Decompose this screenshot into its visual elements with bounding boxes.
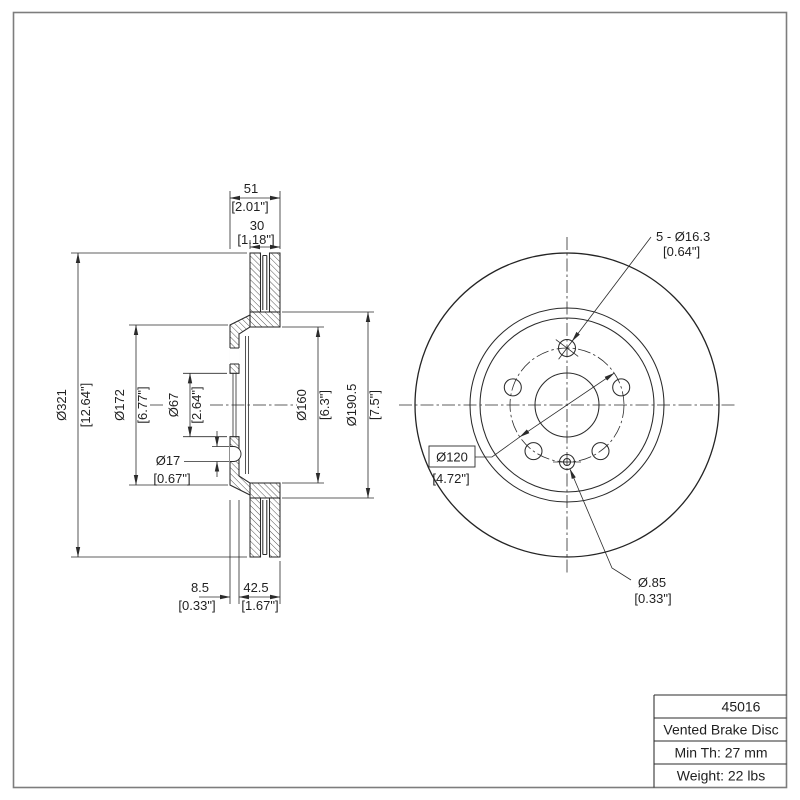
dim-screw-hole: Ø17 [0.67"] [153,431,229,486]
dim-center-bore-inch: [2.64"] [189,386,204,423]
dim-screw-hole-mm: Ø17 [156,453,181,468]
section-dimensions: 51 [2.01"] 30 [1.18"] Ø321 [12.64"] Ø172… [54,181,382,613]
part-number: 45016 [722,699,761,715]
dim-inner-diameter-1: Ø160 [6.3"] [282,326,332,484]
dim-outer-diameter-inch: [12.64"] [78,383,93,427]
dim-inner-diameter-1-inch: [6.3"] [317,390,332,420]
sheet-border [12,11,788,789]
dim-inner-diameter-2-inch: [7.5"] [367,390,382,420]
front-view: 5 - Ø16.3 [0.64"] Ø120 [4.72"] Ø.85 [0.3… [399,229,735,606]
dim-inner-diameter-2-mm: Ø190.5 [344,384,359,427]
dim-center-bore: Ø67 [2.64"] [166,372,227,438]
dim-screw-hole-inch: [0.67"] [153,471,190,486]
vane-root-circle [469,307,665,503]
dim-disc-thickness-inch: [1.18"] [237,232,274,247]
dim-width-total: 51 [2.01"] [229,181,281,249]
section-vent-slot [262,254,268,556]
dim-width-total-mm: 51 [244,181,258,196]
leader-set-screw-mm: Ø.85 [638,575,666,590]
set-screw-hole [553,453,581,471]
dim-hat-diameter-mm: Ø172 [112,389,127,421]
dim-outer-diameter-mm: Ø321 [54,389,69,421]
dim-width-total-inch: [2.01"] [231,199,268,214]
leader-set-screw: Ø.85 [0.33"] [569,468,672,606]
min-thickness: Min Th: 27 mm [674,745,767,761]
leader-set-screw-inch: [0.33"] [634,591,671,606]
leader-lug-holes-mm: 5 - Ø16.3 [656,229,710,244]
leader-lug-holes-inch: [0.64"] [663,244,700,259]
dim-disc-thickness: 30 [1.18"] [237,218,281,250]
outer-edge-circle [414,252,720,558]
dim-inner-diameter-2: Ø190.5 [7.5"] [282,311,382,499]
leader-bolt-circle-mm: Ø120 [436,450,468,465]
section-set-screw-hole [230,446,242,462]
dim-disc-thickness-mm: 30 [250,218,264,233]
leader-bolt-circle-inch: [4.72"] [432,471,469,486]
dim-inner-diameter-1-mm: Ø160 [294,389,309,421]
section-hat-silhouette [245,336,249,474]
leader-bolt-circle: Ø120 [4.72"] [428,372,615,486]
dim-hat-depth-mm: 8.5 [191,580,209,595]
weight: Weight: 22 lbs [677,768,765,784]
title-block: 45016 Vented Brake Disc Min Th: 27 mm We… [653,694,787,788]
leader-lug-holes: 5 - Ø16.3 [0.64"] [571,229,710,342]
dim-hat-diameter: Ø172 [6.77"] [112,324,228,486]
dim-hat-depth-inch: [0.33"] [178,598,215,613]
dim-hat-depth-and-offset: 8.5 [0.33"] 42.5 [1.67"] [178,500,281,613]
dim-outer-diameter: Ø321 [12.64"] [54,252,247,558]
section-lug-hole [229,347,240,365]
dim-offset-inch: [1.67"] [241,598,278,613]
dim-offset-mm: 42.5 [243,580,268,595]
dim-hat-diameter-inch: [6.77"] [135,386,150,423]
section-view [150,252,297,558]
product-type: Vented Brake Disc [663,722,778,738]
dim-center-bore-mm: Ø67 [166,393,181,418]
hat-edge-circle [479,317,655,493]
section-bore-lines [232,373,237,437]
